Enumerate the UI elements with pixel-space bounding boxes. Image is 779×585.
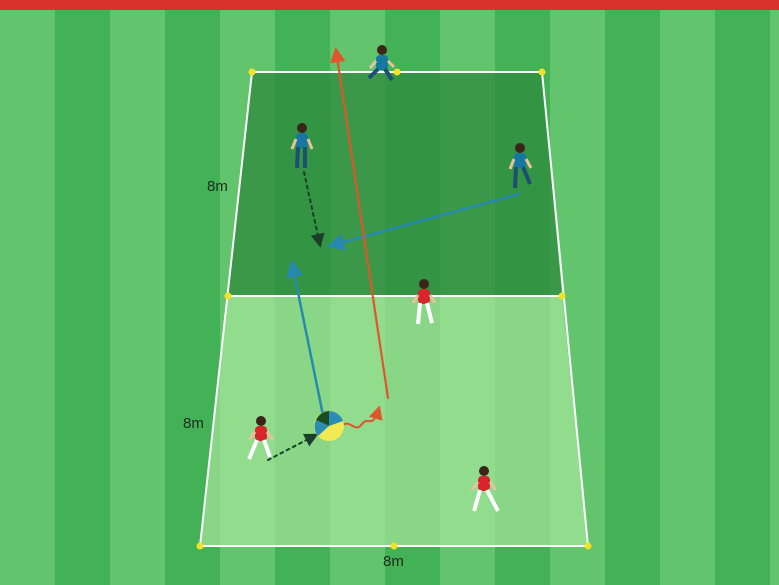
- distance-label-bottom-side: 8m: [183, 415, 204, 432]
- distance-label-top-side: 8m: [207, 178, 228, 195]
- cone-middle-right: [559, 293, 566, 300]
- cone-middle-left: [225, 293, 232, 300]
- cone-top-right: [539, 69, 546, 76]
- distance-label-bottom: 8m: [383, 553, 404, 570]
- cone-bottom-left: [197, 543, 204, 550]
- top-zone: [228, 72, 562, 296]
- cone-bottom-middle: [391, 543, 398, 550]
- cone-top-left: [249, 69, 256, 76]
- ball-icon: [314, 411, 344, 441]
- cone-bottom-right: [585, 543, 592, 550]
- cone-top-middle: [394, 69, 401, 76]
- top-bar: [0, 0, 779, 10]
